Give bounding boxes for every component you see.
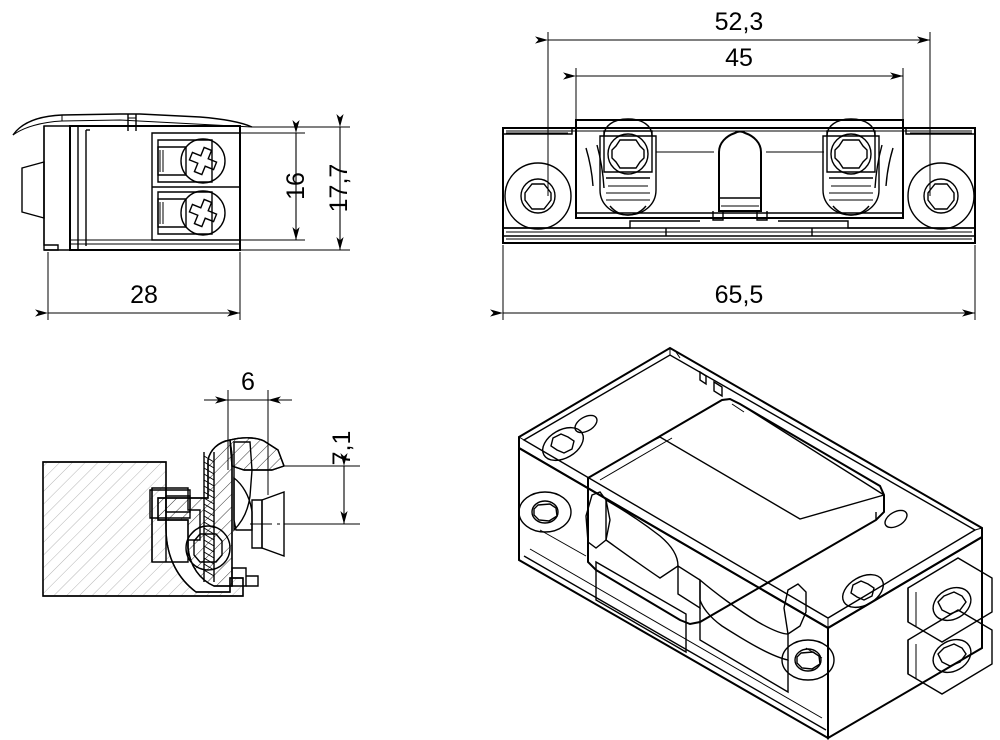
terminal-block-3d: [907, 557, 993, 695]
dimension-65-5-label: 65,5: [715, 281, 764, 309]
terminal-screw-lower: [157, 190, 226, 236]
torx-screw-left-inner: [599, 118, 657, 216]
torx-screw-right-inner: [822, 118, 880, 216]
terminal-screw-3d-upper: [932, 586, 972, 622]
front-view: 52,3 45 65,5: [490, 8, 976, 320]
dimension-7-1-label: 7,1: [328, 431, 356, 466]
dimension-6: 6: [204, 368, 292, 404]
dimension-17-7-label: 17,7: [325, 164, 353, 213]
terminal-screw-upper: [157, 138, 226, 184]
top-hole-left: [574, 414, 598, 434]
iso-screw-top-right: [842, 573, 884, 609]
dimension-65-5: 65,5: [490, 281, 975, 317]
dimension-16-label: 16: [282, 172, 310, 200]
latch-keeper: [712, 130, 768, 221]
armature-block: [149, 489, 191, 519]
dimension-52-3: 52,3: [535, 8, 930, 44]
dimension-28-label: 28: [130, 281, 158, 309]
dimension-7-1: 7,1: [328, 431, 356, 524]
dimension-16: 16: [282, 120, 310, 240]
iso-screw-front-left: [518, 491, 572, 533]
mounting-hole-right: [907, 162, 975, 230]
dimension-6-label: 6: [241, 368, 255, 396]
isometric-view: [518, 346, 993, 740]
spring-coil: [203, 452, 215, 582]
iso-screw-top-left: [542, 426, 584, 462]
dimension-28: 28: [35, 281, 240, 317]
dimension-17-7: 17,7: [325, 114, 353, 250]
side-view: 16 17,7 28: [12, 113, 353, 320]
dimension-52-3-label: 52,3: [715, 8, 764, 36]
section-view: 6 7,1: [42, 368, 360, 597]
top-hole-right: [884, 509, 908, 529]
dimension-45: 45: [563, 44, 903, 80]
keeper-plate-3d: [587, 397, 885, 626]
dimension-45-label: 45: [725, 44, 753, 72]
terminal-screw-3d-lower: [932, 638, 972, 674]
